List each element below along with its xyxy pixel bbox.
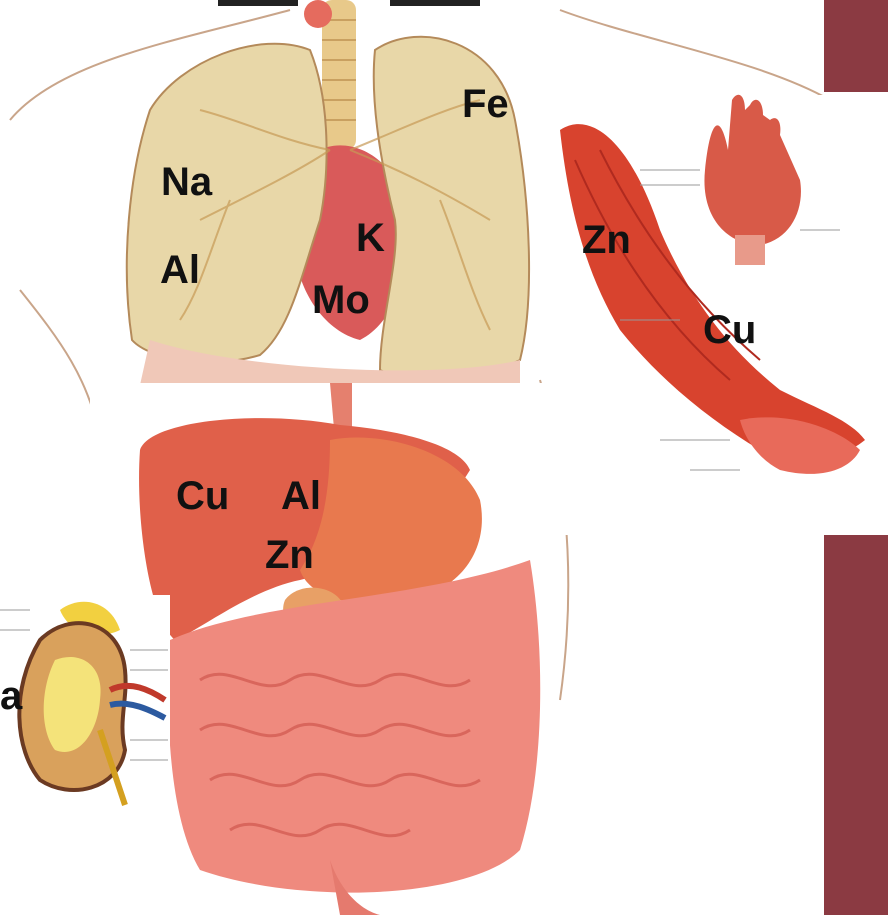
lungs-label-al: Al <box>160 250 200 290</box>
arm-label-zn: Zn <box>582 220 631 260</box>
arm-label-cu: Cu <box>703 310 756 350</box>
kidney-label-partial: a <box>0 676 22 716</box>
liver-label-cu: Cu <box>176 476 229 516</box>
liver-label-zn: Zn <box>265 535 314 575</box>
side-bar-bottom <box>824 535 888 915</box>
lungs-label-k: K <box>356 218 385 258</box>
left-lung-icon <box>127 44 327 362</box>
top-dark-bar-right <box>390 0 480 6</box>
lungs-label-na: Na <box>161 162 212 202</box>
lungs-label-mo: Mo <box>312 280 370 320</box>
side-bar-top <box>824 0 888 92</box>
top-dark-bar-left <box>218 0 298 6</box>
liver-label-al: Al <box>281 476 321 516</box>
lungs-label-fe: Fe <box>462 84 509 124</box>
